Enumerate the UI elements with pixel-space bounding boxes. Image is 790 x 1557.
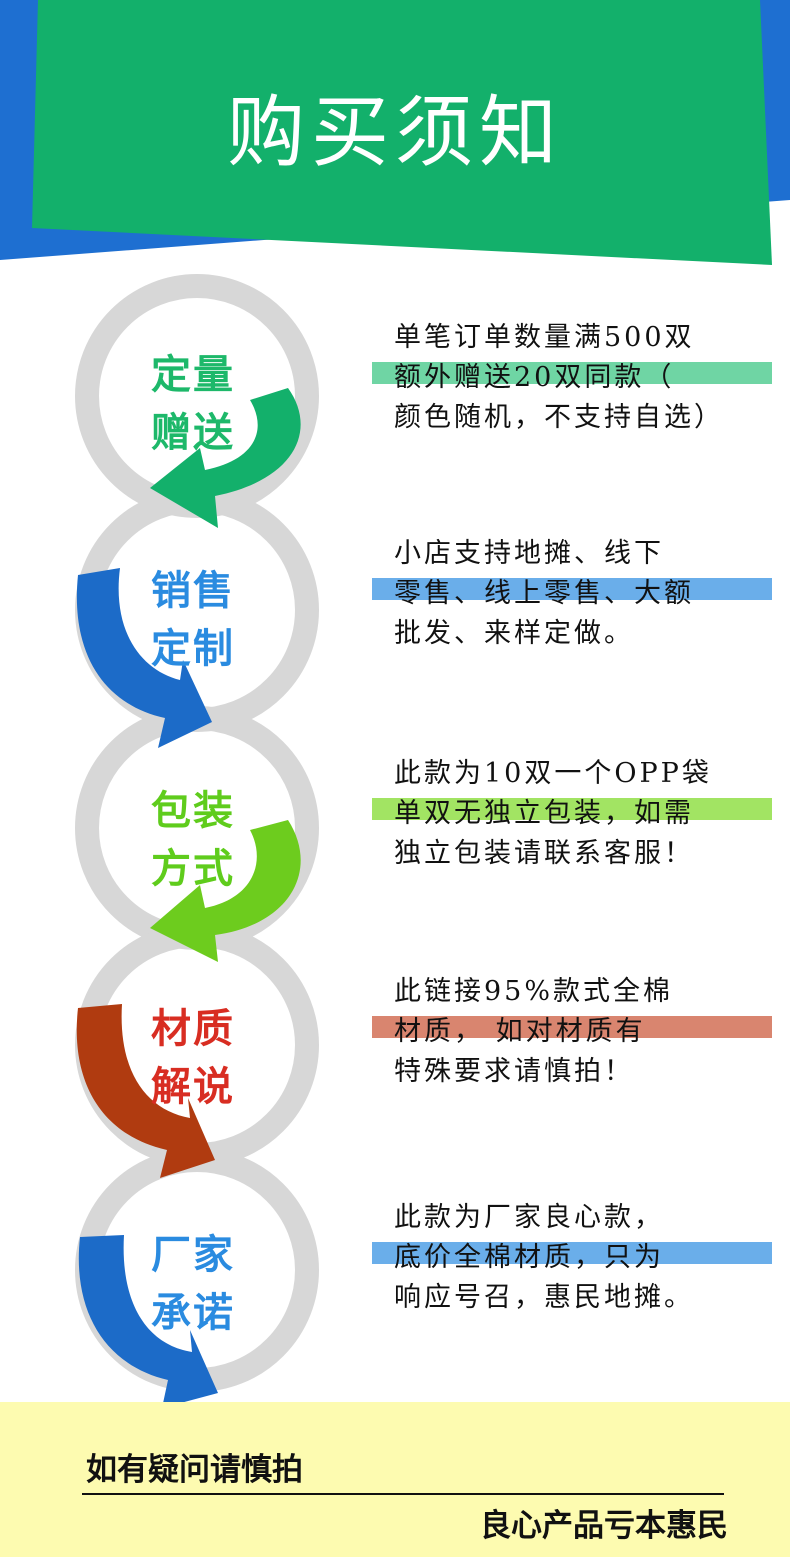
badge-line-1: 销售 — [151, 568, 235, 614]
badge-sales-custom: 销售 定制 — [118, 562, 268, 678]
page-title: 购买须知 — [226, 88, 563, 178]
info-section-packaging: 包装 方式 此款为10双一个OPP袋 单双无独立包装，如需 独立包装请联系客服！ — [0, 724, 790, 934]
badge-material: 材质 解说 — [118, 1000, 268, 1116]
badge-line-2: 方式 — [151, 846, 235, 892]
description-block: 此链接95%款式全棉 材质， 如对材质有 特殊要求请慎拍！ — [372, 972, 772, 1092]
description-line: 批发、来样定做。 — [394, 618, 634, 649]
highlight-bar — [372, 1242, 772, 1264]
badge-line-1: 包装 — [151, 788, 235, 834]
arrow-1 — [150, 388, 301, 528]
description-line: 特殊要求请慎拍！ — [394, 1056, 634, 1087]
info-section-material: 材质 解说 此链接95%款式全棉 材质， 如对材质有 特殊要求请慎拍！ — [0, 942, 790, 1152]
arrow-3 — [150, 820, 301, 962]
badge-line-1: 定量 — [151, 352, 235, 398]
highlight-bar — [372, 798, 772, 820]
description-line: 颜色随机，不支持自选） — [394, 402, 724, 433]
info-section-sales-custom: 销售 定制 小店支持地摊、线下 零售、线上零售、大额 批发、来样定做。 — [0, 504, 790, 714]
description-line: 小店支持地摊、线下 — [394, 538, 664, 569]
arrow-2 — [76, 568, 212, 748]
header-banner — [0, 0, 790, 265]
badge-line-1: 材质 — [151, 1006, 235, 1052]
arrow-5 — [78, 1235, 219, 1408]
description-line: 零售、线上零售、大额 — [394, 578, 694, 609]
badge-line-2: 定制 — [151, 626, 235, 672]
description-line: 额外赠送20双同款（ — [394, 362, 675, 393]
footer-question: 如有疑问请慎拍 — [86, 1452, 303, 1488]
description-line: 单双无独立包装，如需 — [394, 798, 694, 829]
description-line: 独立包装请联系客服！ — [394, 838, 694, 869]
description-block: 此款为10双一个OPP袋 单双无独立包装，如需 独立包装请联系客服！ — [372, 754, 772, 874]
description-line: 此链接95%款式全棉 — [394, 976, 674, 1007]
description-line: 此款为10双一个OPP袋 — [394, 758, 712, 789]
badge-line-2: 赠送 — [151, 410, 235, 456]
info-section-factory-promise: 厂家 承诺 此款为厂家良心款， 底价全棉材质，只为 响应号召，惠民地摊。 — [0, 1168, 790, 1378]
info-section-free-gift: 定量 赠送 单笔订单数量满500双 额外赠送20双同款（ 颜色随机，不支持自选） — [0, 288, 790, 498]
badge-line-2: 解说 — [151, 1064, 235, 1110]
badge-line-1: 厂家 — [151, 1232, 235, 1278]
description-line: 此款为厂家良心款， — [394, 1202, 664, 1233]
badge-free-gift: 定量 赠送 — [118, 346, 268, 462]
description-line: 响应号召，惠民地摊。 — [394, 1282, 694, 1313]
description-line: 材质， 如对材质有 — [394, 1016, 646, 1047]
description-block: 此款为厂家良心款， 底价全棉材质，只为 响应号召，惠民地摊。 — [372, 1198, 772, 1318]
description-block: 单笔订单数量满500双 额外赠送20双同款（ 颜色随机，不支持自选） — [372, 318, 772, 438]
badge-factory-promise: 厂家 承诺 — [118, 1226, 268, 1342]
description-line: 单笔订单数量满500双 — [394, 322, 695, 353]
description-block: 小店支持地摊、线下 零售、线上零售、大额 批发、来样定做。 — [372, 534, 772, 654]
footer-banner: 如有疑问请慎拍 良心产品亏本惠民 — [0, 1402, 790, 1557]
highlight-bar — [372, 362, 772, 384]
description-line: 底价全棉材质，只为 — [394, 1242, 664, 1273]
footer-divider — [82, 1493, 724, 1495]
badge-packaging: 包装 方式 — [118, 782, 268, 898]
highlight-bar — [372, 1016, 772, 1038]
ring-arrow-chain — [75, 274, 319, 1408]
highlight-bar — [372, 578, 772, 600]
arrow-4 — [76, 1004, 215, 1178]
badge-line-2: 承诺 — [151, 1290, 235, 1336]
footer-slogan: 良心产品亏本惠民 — [480, 1508, 728, 1544]
